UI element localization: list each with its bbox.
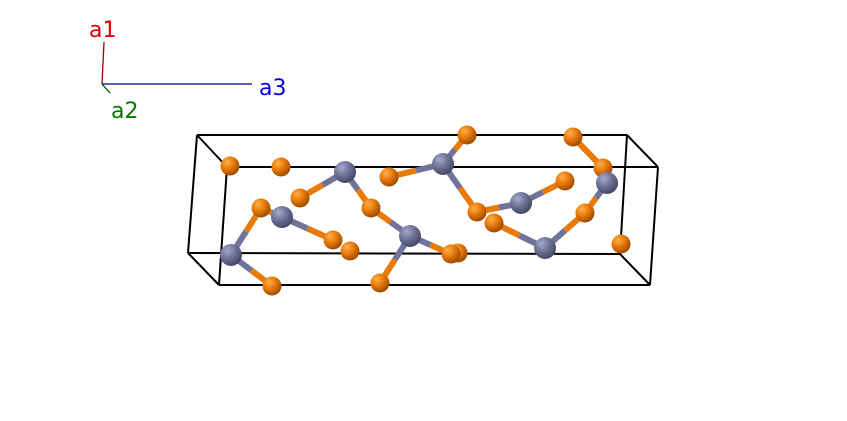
cell-edge	[619, 134, 628, 255]
orange-atom[interactable]	[370, 273, 390, 293]
a1-axis-label: a1	[89, 18, 116, 43]
grey-atom[interactable]	[220, 244, 242, 266]
axis-indicator: a1 a3 a2	[89, 18, 286, 124]
orange-atom[interactable]	[323, 230, 343, 250]
orange-atom[interactable]	[467, 202, 487, 222]
orange-atom[interactable]	[611, 234, 631, 254]
grey-atom[interactable]	[596, 172, 618, 194]
orange-atom[interactable]	[361, 198, 381, 218]
grey-atom[interactable]	[271, 206, 293, 228]
a2-axis-line	[101, 83, 111, 94]
cell-edge	[649, 166, 659, 286]
orange-atom[interactable]	[251, 198, 271, 218]
orange-atom[interactable]	[340, 241, 360, 261]
grey-atom[interactable]	[534, 237, 556, 259]
orange-atom[interactable]	[220, 156, 240, 176]
orange-atom[interactable]	[262, 276, 282, 296]
orange-atom[interactable]	[555, 171, 575, 191]
orange-atom[interactable]	[563, 127, 583, 147]
orange-atom[interactable]	[271, 157, 291, 177]
orange-atom[interactable]	[457, 125, 477, 145]
cell-edge	[218, 166, 228, 286]
grey-atom[interactable]	[432, 153, 454, 175]
a2-axis-label: a2	[111, 99, 138, 124]
a1-axis-line	[101, 41, 105, 85]
cell-edge	[619, 253, 651, 286]
grey-atom[interactable]	[399, 225, 421, 247]
atoms	[220, 125, 631, 296]
cell-edge	[626, 134, 659, 168]
orange-atom[interactable]	[290, 188, 310, 208]
orange-atom[interactable]	[379, 167, 399, 187]
grey-atom[interactable]	[510, 192, 532, 214]
cell-edge	[187, 134, 198, 254]
a3-axis-label: a3	[259, 76, 286, 101]
grey-atom[interactable]	[334, 161, 356, 183]
orange-atom[interactable]	[484, 213, 504, 233]
orange-atom[interactable]	[441, 244, 461, 264]
orange-atom[interactable]	[575, 203, 595, 223]
cell-edge	[187, 252, 621, 255]
cell-edge	[187, 252, 220, 286]
